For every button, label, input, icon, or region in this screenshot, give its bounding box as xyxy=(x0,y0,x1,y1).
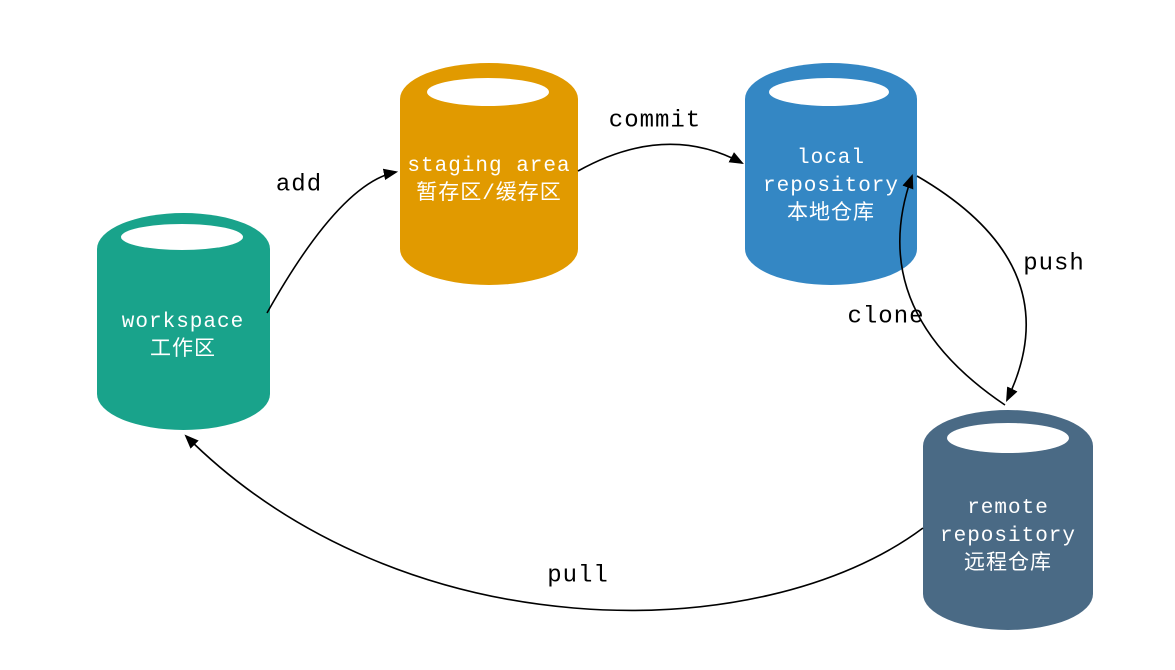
node-local-repository xyxy=(745,63,917,285)
staging-area-label-zh: 暂存区/缓存区 xyxy=(416,183,562,206)
edge-push-label: push xyxy=(1023,250,1085,278)
remote-repository-cylinder xyxy=(923,410,1093,630)
node-remote-repository xyxy=(923,410,1093,630)
remote-repository-label-en-2: repository xyxy=(939,525,1077,548)
edge-commit-arrow xyxy=(577,143,744,172)
staging-area-cylinder-opening xyxy=(427,78,549,106)
staging-area-label-en: staging area xyxy=(407,155,571,178)
local-repository-cylinder xyxy=(745,63,917,285)
workspace-cylinder-opening xyxy=(121,224,243,250)
edge-pull-label: pull xyxy=(547,562,609,590)
local-repository-label-en-1: local xyxy=(796,147,865,170)
edge-push-arrow xyxy=(916,175,1027,402)
edge-clone-arrow xyxy=(899,173,1006,406)
staging-area-label: staging area 暂存区/缓存区 xyxy=(407,153,570,209)
workspace-label-en: workspace xyxy=(121,311,245,334)
node-staging-area xyxy=(400,63,578,285)
edge-commit-label: commit xyxy=(608,107,702,135)
staging-area-cylinder xyxy=(400,63,578,285)
local-repository-label-en-2: repository xyxy=(762,175,900,198)
local-repository-label-zh: 本地仓库 xyxy=(787,203,875,226)
node-workspace xyxy=(97,213,270,430)
edge-add-label: add xyxy=(275,171,323,199)
local-repository-label: local repository 本地仓库 xyxy=(763,145,899,229)
remote-repository-label-zh: 远程仓库 xyxy=(964,553,1052,576)
workspace-label-zh: 工作区 xyxy=(149,339,216,362)
local-repository-cylinder-opening xyxy=(769,78,889,106)
edge-add-arrow xyxy=(266,168,399,314)
workspace-cylinder xyxy=(97,213,270,430)
remote-repository-label-en-1: remote xyxy=(967,497,1049,520)
edge-pull-arrow xyxy=(184,434,924,612)
edge-clone-label: clone xyxy=(847,303,925,331)
workspace-label: workspace 工作区 xyxy=(122,309,244,365)
remote-repository-label: remote repository 远程仓库 xyxy=(940,495,1076,579)
remote-repository-cylinder-opening xyxy=(947,423,1069,453)
